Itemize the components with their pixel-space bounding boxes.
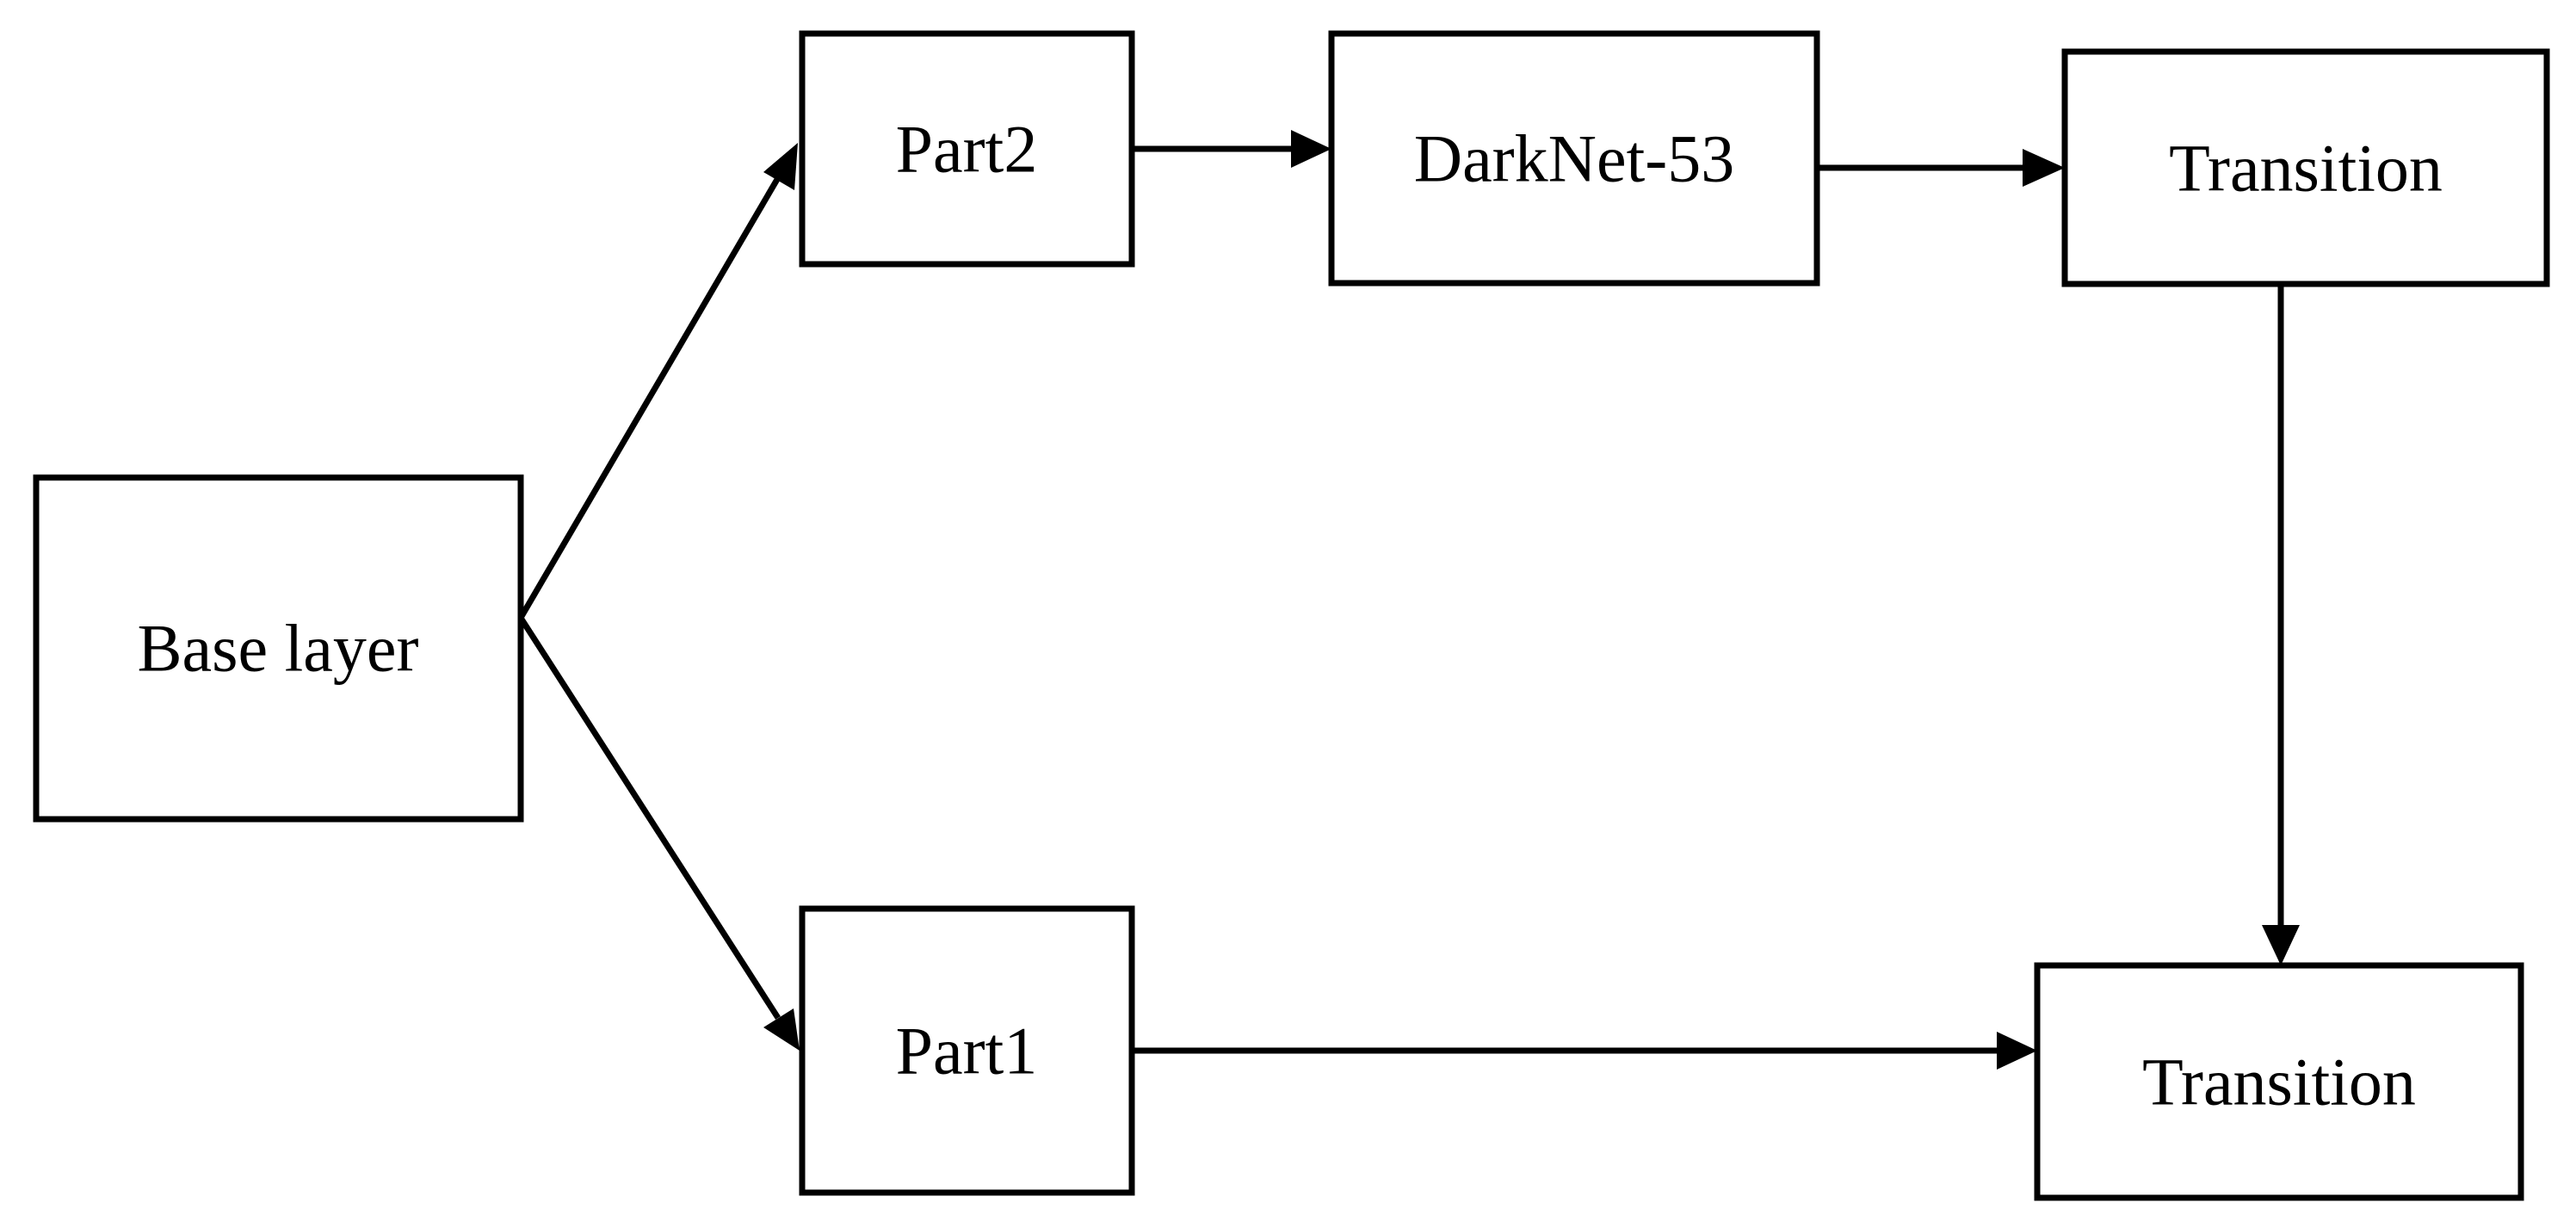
node-darknet: DarkNet-53 xyxy=(1328,30,1820,287)
node-base-layer-label: Base layer xyxy=(137,611,418,686)
edge-part2-to-darknet-arrowhead xyxy=(1291,130,1331,168)
node-transition-bottom: Transition xyxy=(2034,962,2524,1201)
edge-part1-to-transition-bottom xyxy=(1132,1032,2037,1070)
node-part1-box xyxy=(799,905,1135,1196)
edge-darknet-to-transition-top xyxy=(1817,149,2065,187)
node-part1: Part1 xyxy=(799,905,1135,1196)
node-transition-top-box xyxy=(2061,48,2550,287)
edge-transition-top-to-transition-bottom-arrowhead xyxy=(2262,925,2300,965)
node-transition-top: Transition xyxy=(2061,48,2550,287)
node-darknet-label: DarkNet-53 xyxy=(1414,121,1735,196)
node-part1-label: Part1 xyxy=(896,1014,1038,1088)
edge-base-to-part2 xyxy=(517,143,798,620)
node-transition-bottom-label: Transition xyxy=(2142,1045,2416,1119)
node-transition-top-label: Transition xyxy=(2169,131,2443,206)
node-part2: Part2 xyxy=(799,30,1135,268)
edge-base-to-part2-line xyxy=(517,175,782,620)
edge-base-to-part1-line xyxy=(518,616,781,1020)
edge-part1-to-transition-bottom-arrowhead xyxy=(1997,1032,2037,1070)
edge-darknet-to-transition-top-arrowhead xyxy=(2023,149,2065,187)
edge-part2-to-darknet xyxy=(1132,130,1331,168)
node-darknet-box xyxy=(1328,30,1820,287)
edge-transition-top-to-transition-bottom xyxy=(2262,284,2300,965)
edge-base-to-part1 xyxy=(518,616,800,1051)
edge-base-to-part1-arrowhead xyxy=(763,1008,800,1051)
edge-base-to-part2-arrowhead xyxy=(763,143,798,190)
node-part2-label: Part2 xyxy=(896,112,1038,187)
node-transition-bottom-box xyxy=(2034,962,2524,1201)
node-base-layer: Base layer xyxy=(33,474,524,823)
node-base-layer-box xyxy=(33,474,524,823)
node-part2-box xyxy=(799,30,1135,268)
